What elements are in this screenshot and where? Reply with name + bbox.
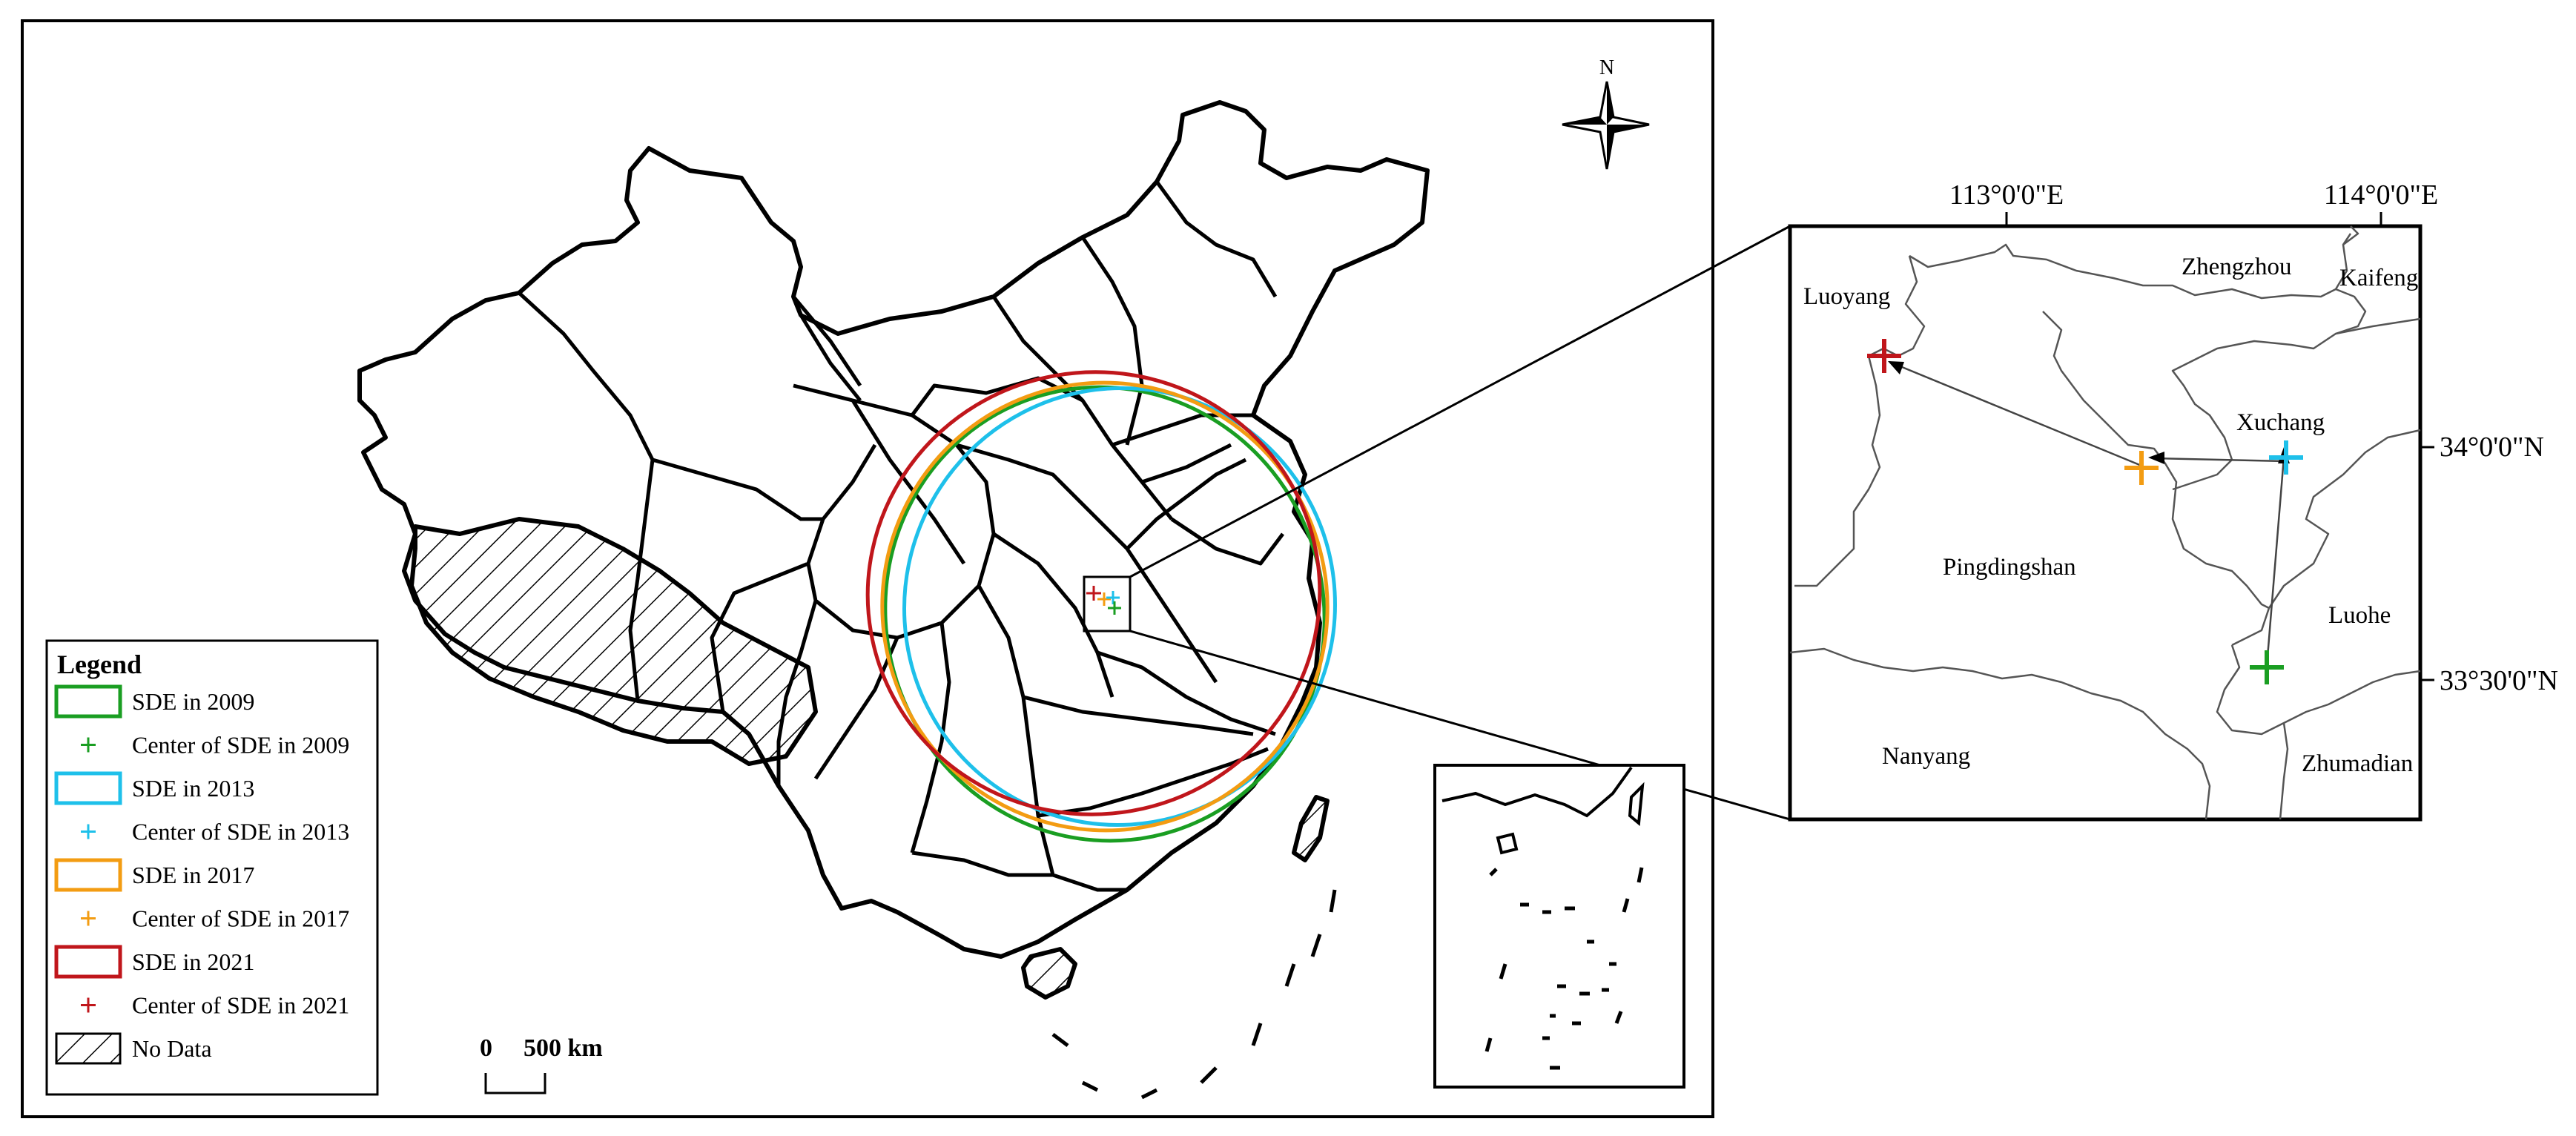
inset-centers xyxy=(1867,339,2303,684)
legend-swatch-center xyxy=(81,911,96,926)
legend-swatch-ellipse xyxy=(54,945,122,979)
legend-item-label: Center of SDE in 2021 xyxy=(132,992,349,1019)
boundary-kaifeng-east xyxy=(2342,225,2359,245)
lat-label-34: 34°0'0"N xyxy=(2440,432,2544,463)
arrowhead-2021 xyxy=(1888,361,1904,374)
legend-item: No Data xyxy=(55,1032,212,1065)
legend-swatch-center xyxy=(81,737,96,753)
legend-item-label: SDE in 2009 xyxy=(132,688,254,715)
migration-2009-2013 xyxy=(2265,457,2285,667)
zoom-inset: 113°0'0"E 114°0'0"E 34°0'0"N 33°30'0"N xyxy=(1788,179,2558,822)
city-luoyang: Luoyang xyxy=(1803,283,1890,310)
city-zhumadian: Zhumadian xyxy=(2302,750,2413,777)
inset-center-2009 xyxy=(2250,650,2284,684)
arrowhead-2017 xyxy=(2148,452,2164,464)
legend-item: SDE in 2017 xyxy=(54,858,254,892)
legend-item-label: SDE in 2017 xyxy=(132,862,254,888)
legend-item-label: SDE in 2021 xyxy=(132,948,254,975)
boundary-pingdingshan-north xyxy=(2042,311,2270,610)
china-map xyxy=(357,100,1430,1100)
lon-label-114: 114°0'0"E xyxy=(2324,179,2438,211)
legend-item-label: No Data xyxy=(132,1035,212,1062)
city-luohe: Luohe xyxy=(2328,602,2391,629)
taiwan-island xyxy=(1292,795,1330,862)
lon-label-113: 113°0'0"E xyxy=(1949,179,2064,211)
legend-swatch-ellipse xyxy=(54,858,122,892)
main-center-2017 xyxy=(1097,592,1111,606)
city-xuchang: Xuchang xyxy=(2236,409,2325,436)
main-center-2021 xyxy=(1086,586,1101,601)
north-arrow-label: N xyxy=(1599,56,1614,79)
legend-item-label: Center of SDE in 2017 xyxy=(132,905,349,932)
sde-2021-ellipse xyxy=(865,370,1322,816)
city-pingdingshan: Pingdingshan xyxy=(1943,554,2076,581)
city-zhengzhou: Zhengzhou xyxy=(2182,254,2291,280)
lat-label-3330: 33°30'0"N xyxy=(2440,665,2558,696)
legend-item-label: SDE in 2013 xyxy=(132,775,254,802)
zoom-source-box xyxy=(1083,575,1132,633)
south-sea-coast xyxy=(1441,766,1645,855)
north-arrow-fill xyxy=(1562,82,1649,169)
south-sea-islands xyxy=(1484,867,1644,1070)
scale-bar: 0 500 km xyxy=(480,1034,603,1094)
boundary-kaifeng xyxy=(2335,288,2367,335)
legend-item: SDE in 2021 xyxy=(54,945,254,979)
legend-item-label: Center of SDE in 2009 xyxy=(132,732,349,759)
legend-item: Center of SDE in 2021 xyxy=(81,992,349,1019)
main-center-2013 xyxy=(1106,591,1120,604)
main-centers xyxy=(1086,586,1121,615)
legend-title: Legend xyxy=(57,650,142,679)
boundary-xuchang xyxy=(2171,317,2421,491)
scale-bar-line xyxy=(484,1073,546,1094)
hainan-island xyxy=(1021,947,1077,1000)
south-sea-inset xyxy=(1433,764,1685,1089)
legend-swatch-ellipse xyxy=(54,771,122,805)
south-sea-dashes xyxy=(1051,889,1337,1100)
legend-item-label: Center of SDE in 2013 xyxy=(132,819,349,845)
legend-swatch-center xyxy=(81,824,96,839)
legend-item: Center of SDE in 2009 xyxy=(81,732,349,759)
boundary-luoyang-zhengzhou xyxy=(1909,233,2352,300)
inset-center-2013 xyxy=(2269,440,2303,475)
zoom-inset-frame xyxy=(1788,224,2423,822)
legend-item: SDE in 2013 xyxy=(54,771,254,805)
zoom-connector-top xyxy=(1129,225,1791,578)
center-migration xyxy=(1889,360,2287,667)
inset-center-2017 xyxy=(2124,451,2159,485)
inset-center-2021 xyxy=(1867,339,1901,373)
legend-item: SDE in 2009 xyxy=(54,684,254,719)
scale-bar-start: 0 xyxy=(480,1034,492,1062)
legend-item: Center of SDE in 2013 xyxy=(81,819,349,845)
main-center-2009 xyxy=(1108,601,1121,615)
north-arrow: N xyxy=(1562,56,1650,170)
south-sea-inset-frame xyxy=(1433,764,1685,1089)
legend-item: Center of SDE in 2017 xyxy=(81,905,349,932)
migration-2013-2017 xyxy=(2153,457,2287,463)
city-nanyang: Nanyang xyxy=(1882,743,1970,770)
sde-ellipses xyxy=(865,370,1337,843)
legend-swatch-ellipse xyxy=(54,684,122,719)
scale-bar-end: 500 km xyxy=(524,1034,603,1062)
no-data-region xyxy=(409,517,818,766)
boundary-luohe-zhumadian xyxy=(2279,722,2289,820)
legend-swatch-center xyxy=(81,997,96,1013)
boundary-xuchang-east xyxy=(2231,429,2421,647)
boundary-west xyxy=(1794,255,1926,587)
sde-2017-ellipse xyxy=(880,380,1330,833)
boundary-nanyang xyxy=(1789,647,2211,820)
city-kaifeng: Kaifeng xyxy=(2339,265,2418,291)
migration-2017-2021 xyxy=(1889,360,2142,467)
legend-swatch-hatch xyxy=(55,1032,122,1065)
city-boundaries xyxy=(1789,225,2421,820)
